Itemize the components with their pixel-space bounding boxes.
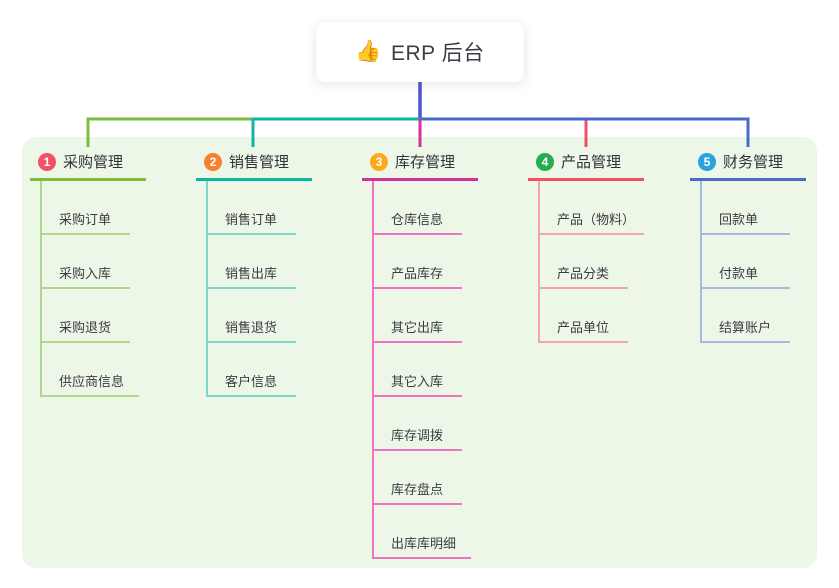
child-label: 结算账户	[702, 317, 790, 343]
child-label: 仓库信息	[374, 209, 462, 235]
child-label: 销售订单	[208, 209, 296, 235]
child-label: 库存调拨	[374, 425, 462, 451]
child-label: 其它入库	[374, 371, 462, 397]
child-label: 出库库明细	[374, 533, 472, 559]
child-node[interactable]: 采购订单	[42, 181, 146, 235]
child-label: 产品单位	[540, 317, 628, 343]
branch-node-inventory[interactable]: 3 库存管理	[362, 145, 478, 181]
branch-number-badge: 3	[370, 152, 388, 171]
branch-label: 销售管理	[229, 154, 290, 171]
child-node[interactable]: 出库库明细	[374, 505, 478, 559]
child-label: 回款单	[702, 209, 790, 235]
child-node[interactable]: 供应商信息	[42, 343, 146, 397]
branch-children: 回款单 付款单 结算账户	[700, 181, 806, 343]
branch-children: 产品（物料） 产品分类 产品单位	[538, 181, 644, 343]
child-node[interactable]: 客户信息	[208, 343, 312, 397]
branch-inventory: 3 库存管理 仓库信息 产品库存 其它出库 其它入库 库存调拨 库存盘点 出库库…	[362, 145, 478, 559]
child-label: 销售退货	[208, 317, 296, 343]
child-node[interactable]: 采购入库	[42, 235, 146, 289]
child-label: 付款单	[702, 263, 790, 289]
branch-node-purchase[interactable]: 1 采购管理	[30, 145, 146, 181]
branch-number-badge: 2	[204, 152, 222, 171]
child-node[interactable]: 付款单	[702, 235, 806, 289]
child-node[interactable]: 仓库信息	[374, 181, 478, 235]
branch-number-badge: 5	[698, 152, 716, 171]
child-node[interactable]: 其它入库	[374, 343, 478, 397]
child-label: 采购退货	[42, 317, 130, 343]
branch-children: 销售订单 销售出库 销售退货 客户信息	[206, 181, 312, 397]
background-panel	[22, 137, 817, 568]
branch-label: 采购管理	[63, 154, 124, 171]
branch-node-product[interactable]: 4 产品管理	[528, 145, 644, 181]
child-label: 产品（物料）	[540, 209, 644, 235]
child-node[interactable]: 结算账户	[702, 289, 806, 343]
child-node[interactable]: 产品分类	[540, 235, 644, 289]
branch-node-finance[interactable]: 5 财务管理	[690, 145, 806, 181]
child-label: 产品分类	[540, 263, 628, 289]
child-node[interactable]: 库存盘点	[374, 451, 478, 505]
branch-children: 采购订单 采购入库 采购退货 供应商信息	[40, 181, 146, 397]
child-node[interactable]: 产品库存	[374, 235, 478, 289]
branch-node-sales[interactable]: 2 销售管理	[196, 145, 312, 181]
child-label: 客户信息	[208, 371, 296, 397]
child-node[interactable]: 销售出库	[208, 235, 312, 289]
branch-children: 仓库信息 产品库存 其它出库 其它入库 库存调拨 库存盘点 出库库明细	[372, 181, 478, 559]
child-node[interactable]: 回款单	[702, 181, 806, 235]
child-node[interactable]: 库存调拨	[374, 397, 478, 451]
child-node[interactable]: 其它出库	[374, 289, 478, 343]
child-label: 采购订单	[42, 209, 130, 235]
child-label: 供应商信息	[42, 371, 140, 397]
branch-purchase: 1 采购管理 采购订单 采购入库 采购退货 供应商信息	[30, 145, 146, 397]
child-node[interactable]: 销售退货	[208, 289, 312, 343]
child-label: 采购入库	[42, 263, 130, 289]
child-node[interactable]: 销售订单	[208, 181, 312, 235]
child-label: 产品库存	[374, 263, 462, 289]
branch-product: 4 产品管理 产品（物料） 产品分类 产品单位	[528, 145, 644, 343]
child-label: 其它出库	[374, 317, 462, 343]
thumbs-up-icon: 👍	[355, 40, 382, 63]
child-label: 库存盘点	[374, 479, 462, 505]
root-node[interactable]: 👍 ERP 后台	[316, 22, 524, 82]
branch-label: 库存管理	[395, 154, 456, 171]
branch-sales: 2 销售管理 销售订单 销售出库 销售退货 客户信息	[196, 145, 312, 397]
branch-label: 财务管理	[723, 154, 784, 171]
child-node[interactable]: 采购退货	[42, 289, 146, 343]
root-label: ERP 后台	[391, 42, 485, 65]
branch-number-badge: 1	[38, 152, 56, 171]
branch-finance: 5 财务管理 回款单 付款单 结算账户	[690, 145, 806, 343]
child-node[interactable]: 产品单位	[540, 289, 644, 343]
branch-number-badge: 4	[536, 152, 554, 171]
child-label: 销售出库	[208, 263, 296, 289]
branch-label: 产品管理	[561, 154, 622, 171]
child-node[interactable]: 产品（物料）	[540, 181, 644, 235]
